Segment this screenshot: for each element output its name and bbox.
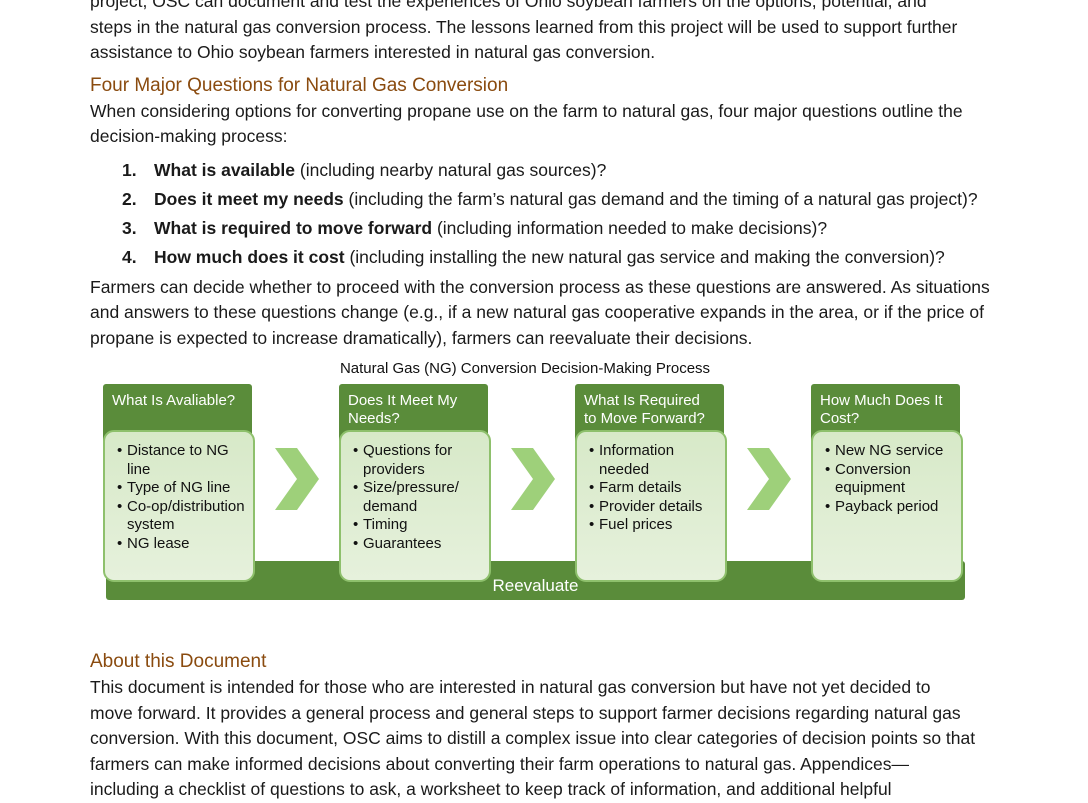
questions-intro: When considering options for converting … [90, 100, 963, 147]
step-bullet: Size/pressure/ demand [353, 479, 483, 516]
step-bullet: Co-op/distribution system [117, 498, 247, 535]
step-bullet: Payback period [825, 498, 955, 517]
step-bullet: Guarantees [353, 535, 483, 554]
chevron-right-icon [747, 448, 791, 510]
step-bullet: Conversion equipment [825, 461, 955, 498]
step-bullet: Farm details [589, 479, 719, 498]
question-bold: How much does it cost [154, 246, 345, 267]
step-bullet: NG lease [117, 535, 247, 554]
step-box-available: Distance to NG line Type of NG line Co-o… [103, 430, 255, 582]
intro-line: assistance to Ohio soybean farmers inter… [90, 42, 656, 62]
about-heading: About this Document [90, 651, 267, 672]
question-item: 4. How much does it cost (including insta… [90, 243, 1010, 272]
about-line: conversion. With this document, OSC aims… [90, 728, 976, 748]
question-rest: (including installing the new natural ga… [344, 246, 945, 267]
step-bullet: Questions for providers [353, 442, 483, 479]
about-line: This document is intended for those who … [90, 677, 931, 697]
step-bullet: Fuel prices [589, 516, 719, 535]
step-box-needs: Questions for providers Size/pressure/ d… [339, 430, 491, 582]
question-rest: (including information needed to make de… [432, 217, 828, 238]
question-bold: Does it meet my needs [154, 188, 344, 209]
question-item: 2. Does it meet my needs (including the f… [90, 185, 1010, 214]
intro-line: steps in the natural gas conversion proc… [90, 16, 958, 37]
about-line: farmers can make informed decisions abou… [90, 753, 910, 774]
question-number: 3. [122, 217, 137, 238]
step-box-cost: New NG service Conversion equipment Payb… [811, 430, 963, 582]
document-page: project, OSC can document and test the e… [90, 0, 1010, 803]
step-bullet: New NG service [825, 442, 955, 461]
about-line: move forward. It provides a general proc… [90, 702, 961, 723]
intro-line: project, OSC can document and test the e… [90, 0, 927, 11]
step-box-required: Information needed Farm details Provider… [575, 430, 727, 582]
step-bullet: Timing [353, 516, 483, 535]
question-item: 3. What is required to move forward (incl… [90, 214, 1010, 243]
step-bullet: Type of NG line [117, 479, 247, 498]
about-paragraph: This document is intended for those who … [90, 675, 1010, 803]
question-bold: What is available [154, 159, 296, 180]
question-bold: What is required to move forward [154, 217, 433, 238]
question-item: 1. What is available (including nearby na… [90, 156, 1010, 185]
questions-list: 1. What is available (including nearby na… [90, 156, 1010, 272]
about-line: including a checklist of questions to as… [90, 779, 892, 799]
diagram-title: Natural Gas (NG) Conversion Decision-Mak… [339, 360, 711, 377]
reevaluate-label: Reevaluate [492, 576, 579, 595]
step-bullet: Information needed [589, 442, 719, 479]
step-bullet: Provider details [589, 498, 719, 517]
questions-heading: Four Major Questions for Natural Gas Con… [90, 74, 509, 96]
chevron-right-icon [275, 448, 319, 510]
question-number: 2. [122, 188, 137, 209]
question-rest: (including nearby natural gas sources)? [295, 159, 607, 180]
question-rest: (including the farm’s natural gas demand… [343, 188, 978, 209]
step-bullets: Information needed Farm details Provider… [589, 442, 719, 535]
step-bullets: Questions for providers Size/pressure/ d… [353, 442, 483, 553]
step-bullet: Distance to NG line [117, 442, 247, 479]
question-number: 1. [122, 159, 137, 180]
chevron-right-icon [511, 448, 555, 510]
questions-followup: Farmers can decide whether to proceed wi… [90, 276, 990, 348]
question-number: 4. [122, 246, 137, 267]
intro-paragraph: project, OSC can document and test the e… [90, 0, 1010, 66]
process-diagram: Natural Gas (NG) Conversion Decision-Mak… [90, 354, 1010, 640]
step-bullets: Distance to NG line Type of NG line Co-o… [117, 442, 247, 553]
step-bullets: New NG service Conversion equipment Payb… [825, 442, 955, 516]
